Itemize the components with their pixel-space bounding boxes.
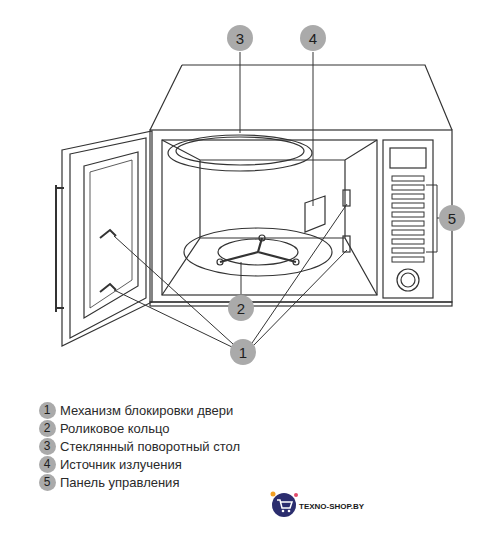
roller-wheel: [217, 259, 223, 265]
callout-number: 1: [230, 339, 256, 365]
glass-tray: [168, 135, 312, 171]
legend-text: Источник излучения: [60, 457, 182, 472]
callout-number: 4: [300, 25, 326, 51]
leader-lines: [114, 52, 440, 348]
door-latch: [100, 230, 116, 292]
logo-cart: [277, 500, 292, 508]
body-base: [150, 302, 452, 306]
legend-text: Механизм блокировки двери: [60, 403, 233, 418]
latch-slot: [343, 236, 350, 252]
door-window: [84, 152, 138, 318]
body-front: [150, 130, 452, 302]
callout-number: 5: [439, 205, 465, 231]
callout-number: 3: [227, 25, 253, 51]
watermark: TEXNO-SHOP.BY: [299, 502, 364, 511]
legend-number: 4: [39, 456, 56, 473]
logo-circle: [272, 493, 296, 517]
roller-arms: [220, 238, 296, 262]
logo-wheel: [288, 510, 291, 513]
legend-number: 5: [39, 474, 56, 491]
control-panel: [383, 140, 433, 298]
callout-number: 2: [228, 295, 254, 321]
roller-ring: [218, 239, 298, 265]
control-knob-inner: [401, 273, 415, 287]
glass-tray-rim: [176, 137, 304, 165]
legend-number: 3: [39, 438, 56, 455]
logo-dot: [271, 492, 276, 497]
roller-wheel: [293, 259, 299, 265]
control-knob: [397, 269, 419, 291]
door-frame: [70, 138, 146, 338]
wave-guide-cover: [305, 196, 325, 232]
legend-text: Роликовое кольцо: [60, 421, 169, 436]
latch-slot: [343, 190, 350, 206]
door: [62, 131, 152, 346]
body-top: [150, 65, 452, 130]
roller-ring-recess: [184, 228, 332, 276]
logo-dot: [294, 493, 298, 497]
door-handle: [56, 185, 64, 312]
display: [390, 148, 426, 168]
legend-number: 2: [39, 420, 56, 437]
door-window-inner: [90, 160, 132, 308]
legend-number: 1: [39, 402, 56, 419]
legend-text: Панель управления: [60, 475, 179, 490]
logo-wheel: [282, 510, 285, 513]
panel-buttons: [392, 176, 424, 262]
roller-wheel: [259, 235, 265, 241]
legend-text: Стеклянный поворотный стол: [60, 439, 240, 454]
